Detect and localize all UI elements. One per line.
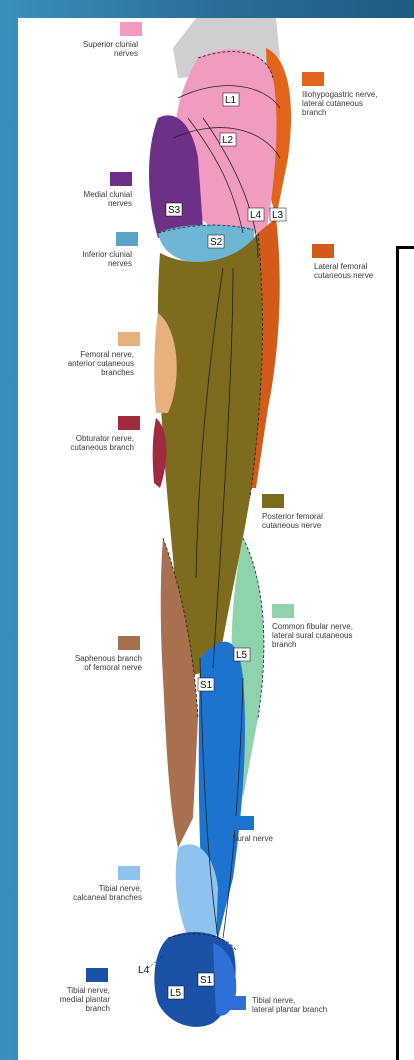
label-tibial-lateral-plantar: Tibial nerve, lateral plantar branch [252,996,382,1014]
label-sural: Sural nerve [232,834,332,843]
dermatome-s3: S3 [168,205,181,216]
label-femoral-anterior: Femoral nerve, anterior cutaneous branch… [24,350,134,377]
swatch-lateral-femoral [312,244,334,258]
swatch-femoral-anterior [118,332,140,346]
swatch-superior-clunial [120,22,142,36]
label-tibial-medial-plantar: Tibial nerve, medial plantar branch [20,986,110,1013]
label-superior-clunial: Superior clunial nerves [38,40,138,58]
swatch-iliohypogastric [302,72,324,86]
swatch-posterior-femoral [262,494,284,508]
label-inferior-clunial: Inferior clunial nerves [32,250,132,268]
label-posterior-femoral: Posterior femoral cutaneous nerve [262,512,382,530]
dermatome-s2: S2 [210,237,223,248]
overlay-box-border [396,246,414,1060]
label-medial-clunial: Medial clunial nerves [32,190,132,208]
swatch-obturator [118,416,140,430]
label-obturator: Obturator nerve, cutaneous branch [24,434,134,452]
dermatome-l2: L2 [222,135,234,146]
dermatome-l1: L1 [225,95,237,106]
swatch-tibial-calcaneal [118,866,140,880]
leg-dermatome-diagram: L1 L2 S3 L4 L3 S2 L5 S1 L4 L5 S1 [18,18,414,1060]
dermatome-l5-leg: L5 [236,650,248,661]
diagram-panel: L1 L2 S3 L4 L3 S2 L5 S1 L4 L5 S1 Superio… [18,18,414,1060]
dermatome-s1-foot: S1 [200,975,213,986]
dermatome-s1-leg: S1 [200,680,213,691]
swatch-inferior-clunial [116,232,138,246]
swatch-common-fibular [272,604,294,618]
dermatome-l5-foot: L5 [170,988,182,999]
swatch-tibial-lateral-plantar [224,996,246,1010]
swatch-tibial-medial-plantar [86,968,108,982]
dermatome-l3-upper: L3 [272,210,284,221]
label-tibial-calcaneal: Tibial nerve, calcaneal branches [22,884,142,902]
label-common-fibular: Common fibular nerve, lateral sural cuta… [272,622,402,649]
label-iliohypogastric: Iliohypogastric nerve, lateral cutaneous… [302,90,412,117]
dermatome-l4-upper: L4 [250,210,262,221]
swatch-sural [232,816,254,830]
swatch-saphenous [118,636,140,650]
swatch-medial-clunial [110,172,132,186]
label-saphenous: Saphenous branch of femoral nerve [22,654,142,672]
dermatome-l4-foot: L4 [138,965,150,976]
